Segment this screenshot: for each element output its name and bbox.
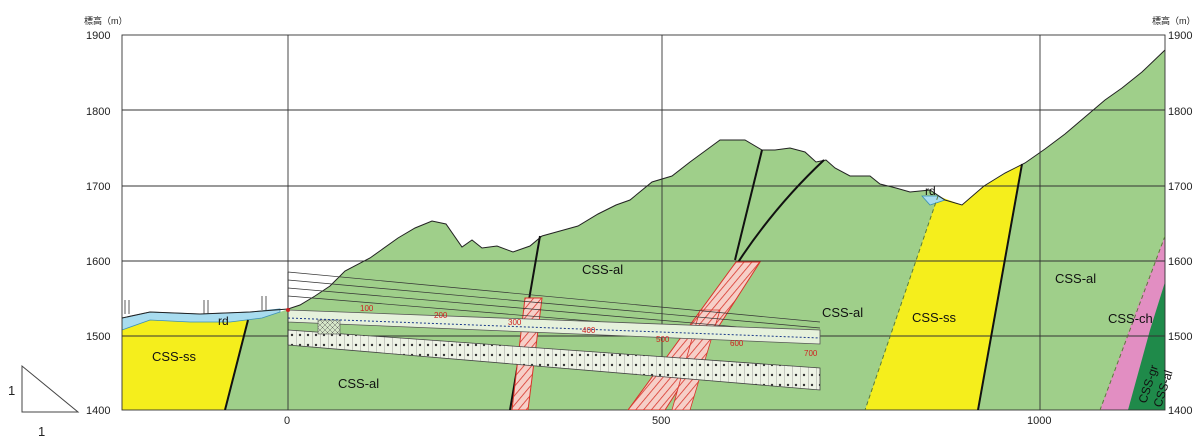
bank-marker-3 [261, 296, 267, 310]
road-label-left: rd [218, 314, 229, 328]
x-tick-0: 0 [284, 415, 290, 427]
y-tick-1800-left: 1800 [86, 106, 110, 118]
label-css-ss-mid: CSS-ss [912, 310, 957, 325]
y-ticks-left: 1900 1800 1700 1600 1500 1400 [86, 30, 110, 417]
chainage-300: 300 [508, 318, 522, 327]
fault-left [224, 319, 249, 410]
y-tick-1700-right: 1700 [1168, 181, 1192, 193]
y-tick-1900-left: 1900 [86, 30, 110, 42]
chainage-700: 700 [804, 349, 818, 358]
y-tick-1600-left: 1600 [86, 256, 110, 268]
label-css-al-right: CSS-al [1055, 271, 1096, 286]
y-tick-1400-right: 1400 [1168, 405, 1192, 417]
y-ticks-right: 1900 1800 1700 1600 1500 1400 [1168, 30, 1192, 417]
label-css-al-center: CSS-al [582, 262, 623, 277]
fault-right [977, 163, 1023, 410]
fault-upper-1 [734, 149, 763, 261]
scale-triangle: 1 1 [8, 364, 80, 439]
boundary-ss-dashed [864, 195, 939, 410]
x-ticks: 0 500 1000 [284, 415, 1051, 427]
y-tick-1400-left: 1400 [86, 405, 110, 417]
label-css-ch: CSS-ch [1108, 311, 1153, 326]
chainage-500: 500 [656, 335, 670, 344]
chainage-400: 400 [582, 326, 596, 335]
x-tick-1000: 1000 [1027, 415, 1051, 427]
scale-horizontal: 1 [38, 424, 45, 439]
label-css-al-lower: CSS-al [338, 376, 379, 391]
y-tick-1900-right: 1900 [1168, 30, 1192, 42]
bank-markers [124, 296, 267, 314]
boundary-ch-dashed [1099, 235, 1165, 410]
y-axis-title-right: 標高（m） [1152, 15, 1196, 26]
chainage-100: 100 [360, 304, 374, 313]
css-ss-mid-unit [865, 164, 1022, 410]
y-tick-1500-right: 1500 [1168, 331, 1192, 343]
dashed-boundaries [864, 195, 1165, 410]
y-tick-1700-left: 1700 [86, 181, 110, 193]
ground-surface-line [121, 49, 1166, 319]
y-tick-1500-left: 1500 [86, 331, 110, 343]
scale-triangle-shape [21, 364, 80, 413]
align-line-2 [287, 279, 821, 329]
chainage-labels: 100 200 300 400 500 600 700 [360, 304, 818, 358]
grid [121, 34, 1166, 411]
water-table-line [287, 317, 821, 339]
y-axis-title-left: 標高（m） [84, 15, 128, 26]
tunnel-alignment [286, 271, 821, 391]
chainage-600: 600 [730, 339, 744, 348]
cross-hatched-block [317, 319, 341, 335]
x-tick-500: 500 [652, 415, 670, 427]
align-line-1 [287, 271, 821, 323]
css-ss-left-unit [122, 320, 248, 410]
label-css-al-mid: CSS-al [822, 305, 863, 320]
label-css-ss-left: CSS-ss [152, 349, 197, 364]
chainage-200: 200 [434, 311, 448, 320]
bank-marker-2 [203, 300, 209, 314]
portal-marker [286, 308, 290, 312]
y-tick-1800-right: 1800 [1168, 106, 1192, 118]
scale-vertical: 1 [8, 383, 15, 398]
road-label-right: rd [925, 184, 936, 198]
css-gr-unit [1128, 282, 1165, 410]
y-tick-1600-right: 1600 [1168, 256, 1192, 268]
bank-marker-1 [124, 300, 130, 314]
